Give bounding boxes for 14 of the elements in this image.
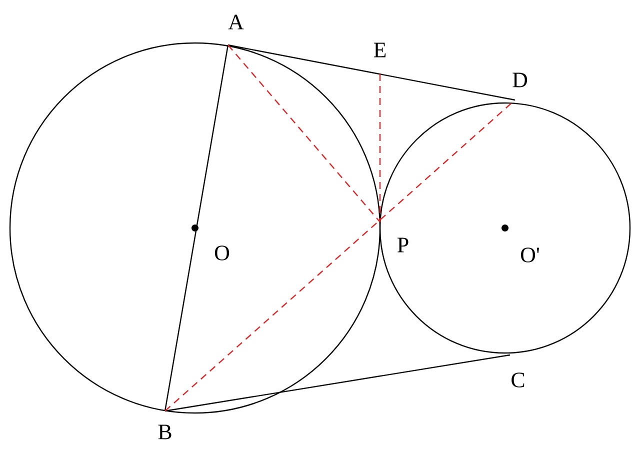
point-label: C <box>512 372 524 388</box>
point-label: O <box>214 246 230 260</box>
point-label: B <box>158 424 172 440</box>
line-segment <box>164 100 516 412</box>
line-segment <box>228 44 516 101</box>
line-segment <box>228 44 380 222</box>
point-label: E <box>374 42 386 58</box>
line-segment <box>164 354 510 412</box>
point-label: D <box>512 72 528 88</box>
point-label: P <box>398 238 408 252</box>
point-label: O' <box>521 248 539 262</box>
line-segment <box>164 44 229 412</box>
point-label: A <box>228 14 244 30</box>
line-segment <box>379 74 381 222</box>
